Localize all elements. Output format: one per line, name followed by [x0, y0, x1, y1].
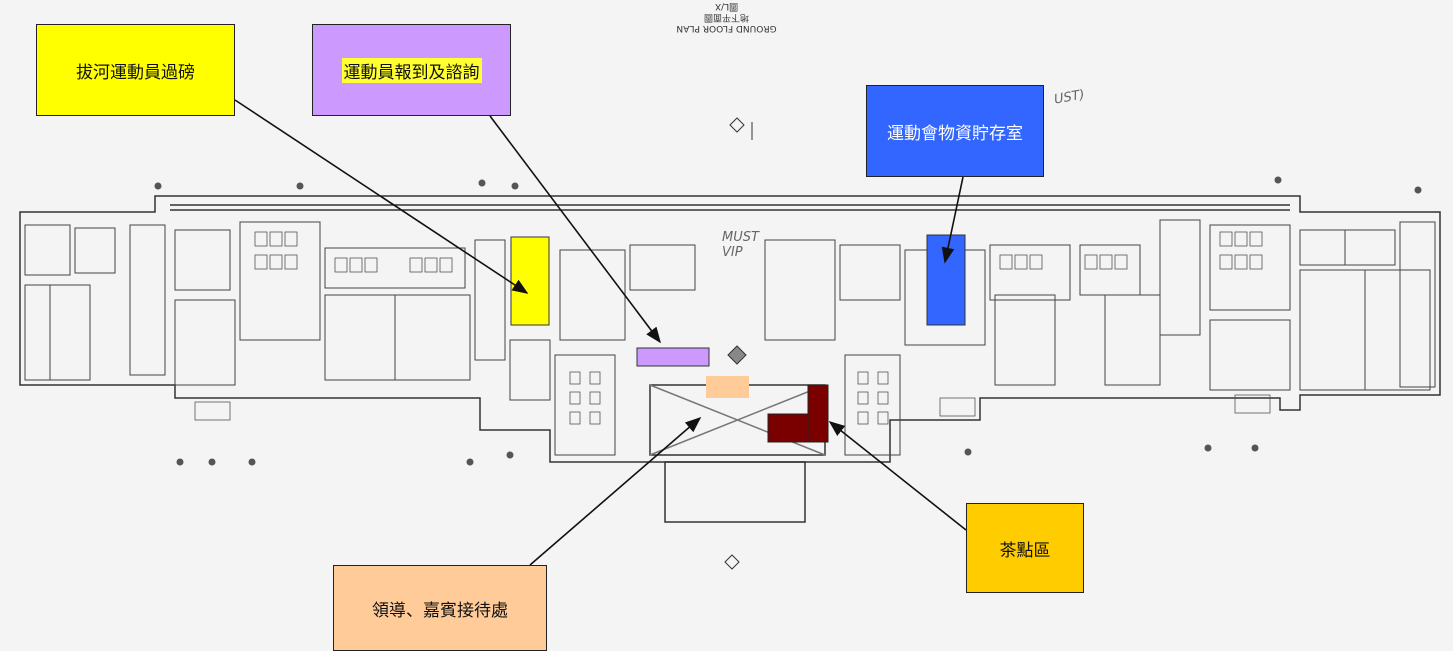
leader-lines — [234, 99, 967, 566]
callout-athlete-checkin: 運動員報到及諮詢 — [312, 24, 511, 116]
fixtures — [194, 231, 1271, 425]
callout-label: 拔河運動員過磅 — [76, 62, 195, 83]
callout-label: 運動員報到及諮詢 — [341, 57, 482, 83]
zone-checkin — [636, 347, 710, 367]
callout-refreshment-area: 茶點區 — [966, 503, 1084, 593]
callout-vip-reception: 領導、嘉賓接待處 — [333, 565, 547, 651]
callout-tug-of-war-waiting: 拔河運動員過磅 — [36, 24, 235, 116]
callout-label: 運動會物資貯存室 — [887, 123, 1023, 144]
handwritten-note-vip: MUST VIP — [722, 230, 759, 260]
callout-label: 領導、嘉賓接待處 — [372, 600, 508, 621]
column-markers — [154, 176, 1422, 466]
zone-storage — [926, 234, 966, 326]
callout-label: 茶點區 — [999, 540, 1051, 561]
zone-vip-reception — [706, 376, 749, 398]
zone-tug-of-war — [510, 236, 550, 326]
callout-sports-storage: 運動會物資貯存室 — [866, 85, 1044, 177]
north-arrow-icon — [724, 117, 753, 570]
interior-rooms — [24, 219, 1436, 456]
zone-refreshment — [767, 384, 829, 443]
